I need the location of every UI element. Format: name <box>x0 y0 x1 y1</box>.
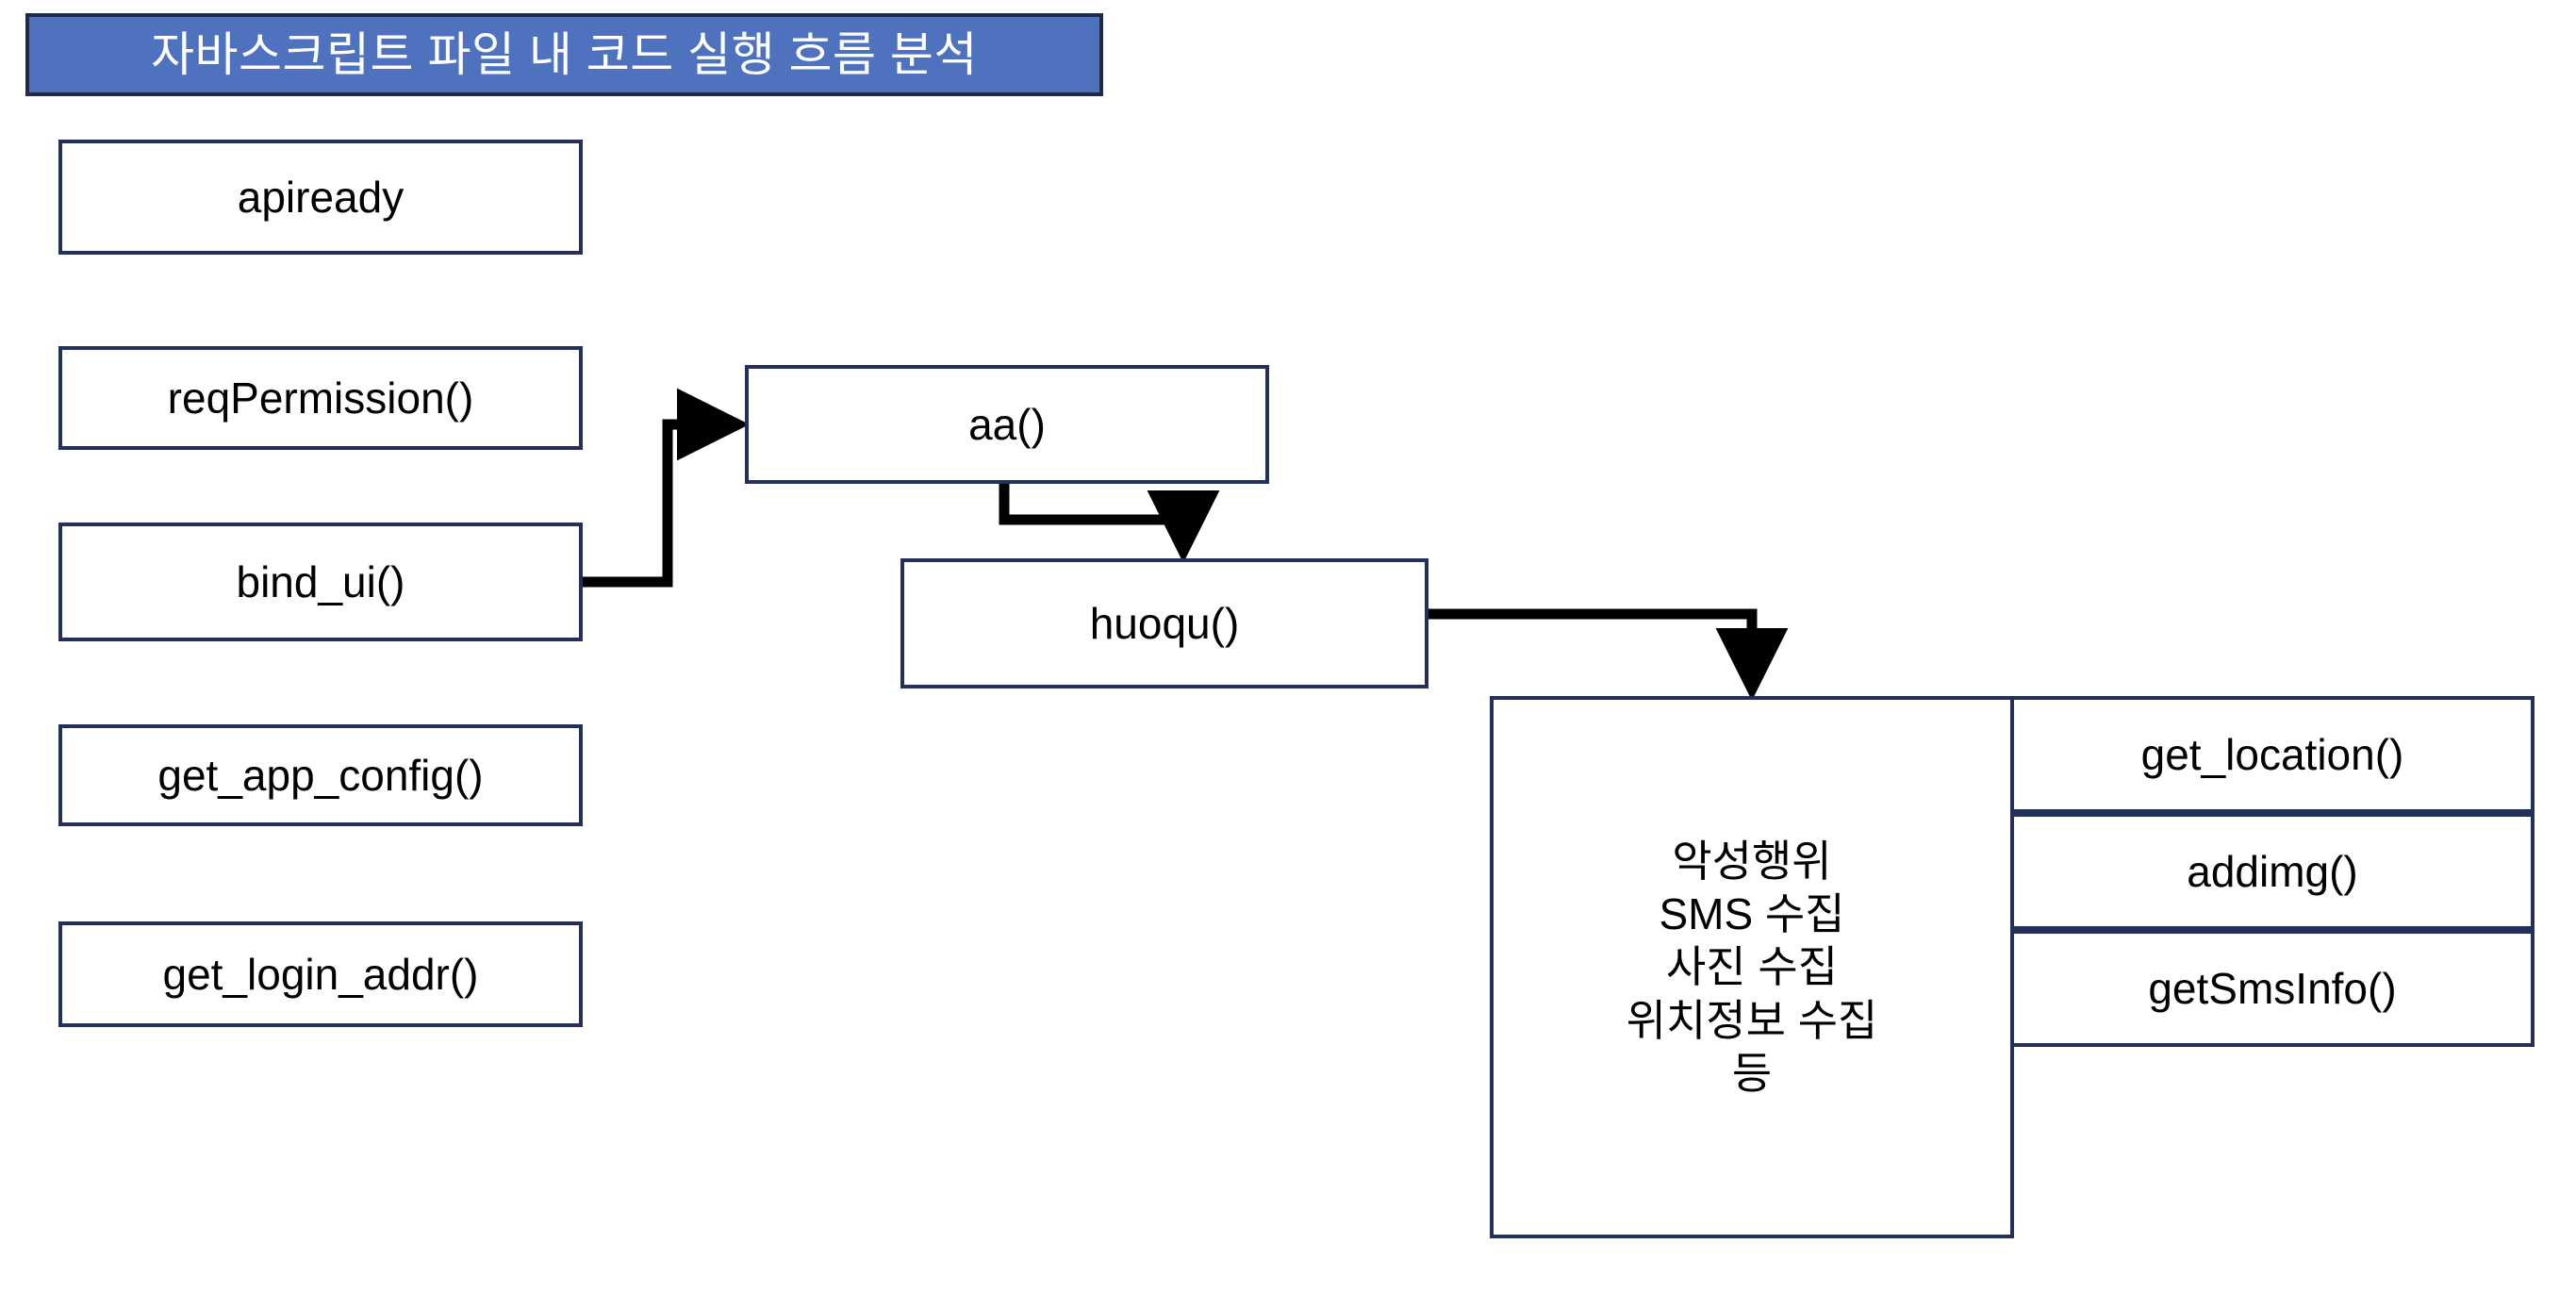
node-get-sms-info[interactable]: getSmsInfo() <box>2010 930 2535 1047</box>
node-malicious-behaviour-label: 악성행위 SMS 수집 사진 수집 위치정보 수집 등 <box>1626 837 1878 1098</box>
node-get-login-addr-label: get_login_addr() <box>162 949 479 999</box>
diagram-title-text: 자바스크립트 파일 내 코드 실행 흐름 분석 <box>151 28 978 81</box>
node-malicious-behaviour[interactable]: 악성행위 SMS 수집 사진 수집 위치정보 수집 등 <box>1490 696 2014 1238</box>
node-huoqu[interactable]: huoqu() <box>900 558 1428 688</box>
node-apiready-label: apiready <box>237 172 405 222</box>
node-get-location-label: get_location() <box>2140 729 2404 779</box>
node-get-sms-info-label: getSmsInfo() <box>2148 963 2397 1013</box>
node-get-location[interactable]: get_location() <box>2010 696 2535 813</box>
node-req-permission[interactable]: reqPermission() <box>58 346 583 450</box>
connector-huoqu-to-malicious <box>1428 608 1789 701</box>
connector-bind-ui-to-aa <box>583 388 750 588</box>
node-get-app-config-label: get_app_config() <box>157 750 484 800</box>
node-apiready[interactable]: apiready <box>58 140 583 255</box>
connector-aa-to-huoqu <box>999 484 1220 563</box>
diagram-title-banner: 자바스크립트 파일 내 코드 실행 흐름 분석 <box>25 13 1103 96</box>
node-req-permission-label: reqPermission() <box>167 373 474 423</box>
node-bind-ui[interactable]: bind_ui() <box>58 523 583 641</box>
node-get-app-config[interactable]: get_app_config() <box>58 724 583 826</box>
node-bind-ui-label: bind_ui() <box>236 556 405 606</box>
node-addimg-label: addimg() <box>2187 846 2358 896</box>
node-addimg[interactable]: addimg() <box>2010 813 2535 930</box>
node-aa[interactable]: aa() <box>745 365 1269 484</box>
node-aa-label: aa() <box>968 399 1046 449</box>
node-get-login-addr[interactable]: get_login_addr() <box>58 921 583 1027</box>
node-huoqu-label: huoqu() <box>1089 598 1240 648</box>
